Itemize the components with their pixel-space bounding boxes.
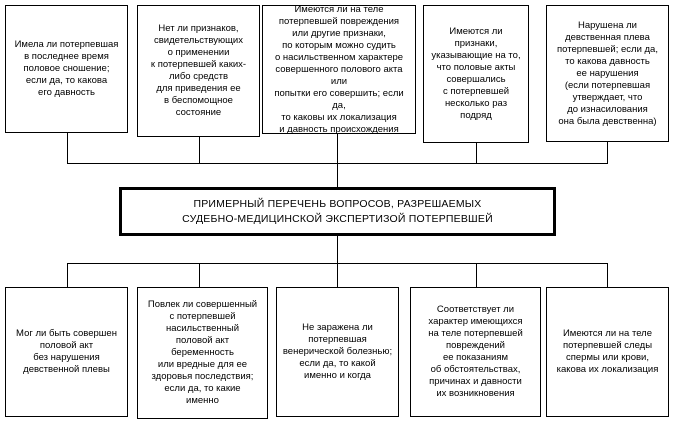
bottom-connector-center	[337, 236, 338, 264]
bottom-connector-5	[607, 263, 608, 288]
diagram-title-box: ПРИМЕРНЫЙ ПЕРЕЧЕНЬ ВОПРОСОВ, РАЗРЕШАЕМЫХ…	[119, 187, 556, 236]
question-box-top-3: Имеются ли на теле потерпевшей поврежден…	[262, 4, 416, 135]
question-box-bottom-3: Не заражена ли потерпевшая венерической …	[276, 287, 399, 417]
bottom-connector-3	[337, 263, 338, 288]
question-box-top-4: Имеются ли признаки, указывающие на то, …	[423, 5, 529, 143]
question-box-top-1: Имела ли потерпевшая в последнее время п…	[5, 5, 128, 133]
question-box-bottom-4: Соответствует ли характер имеющихся на т…	[410, 287, 541, 417]
bottom-connector-1	[67, 263, 68, 288]
bottom-connector-2	[199, 263, 200, 288]
question-box-top-2: Нет ли признаков, свидетельствующих о пр…	[137, 5, 260, 137]
top-connector-4	[476, 142, 477, 164]
top-connector-3	[337, 133, 338, 188]
top-connector-5	[607, 141, 608, 164]
question-box-bottom-2: Повлек ли совершенный с потерпевшей наси…	[137, 287, 268, 419]
question-box-bottom-1: Мог ли быть совершен половой акт без нар…	[5, 287, 128, 417]
question-box-bottom-5: Имеются ли на теле потерпевшей следы спе…	[546, 287, 669, 417]
top-connector-2	[199, 136, 200, 164]
top-connector-1	[67, 132, 68, 164]
question-box-top-5: Нарушена ли девственная плева потерпевше…	[546, 5, 669, 142]
bottom-connector-4	[476, 263, 477, 288]
